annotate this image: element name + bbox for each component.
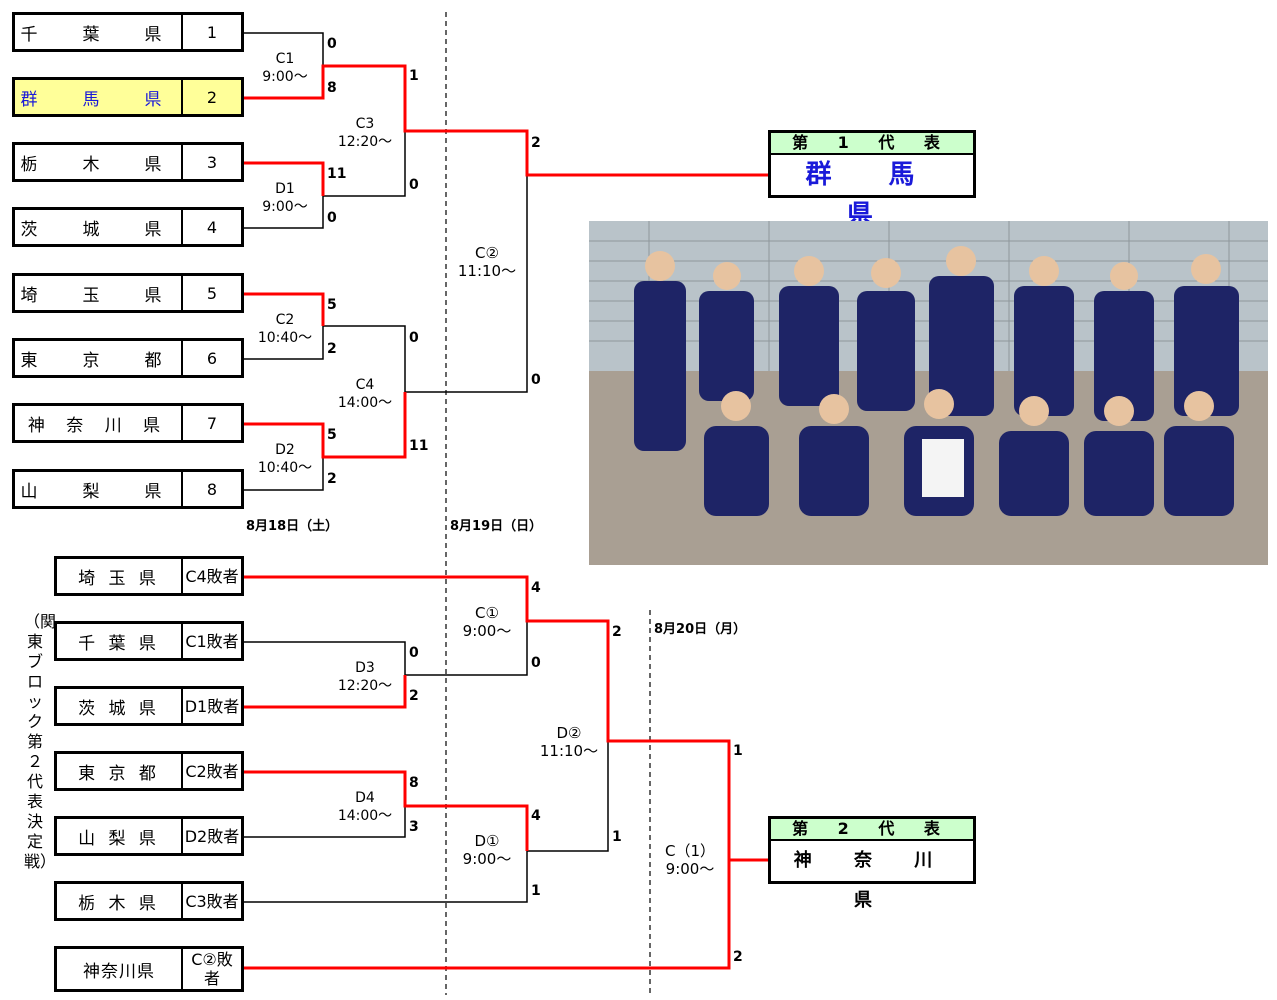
- score: 11: [409, 438, 429, 454]
- team-box: 千 葉 県 C1敗者: [54, 621, 244, 661]
- score: 5: [327, 297, 337, 313]
- team-name: 千 葉 県: [57, 624, 183, 658]
- score: 5: [327, 427, 337, 443]
- team-name: 千 葉 県: [15, 15, 183, 49]
- team-photo: [589, 221, 1268, 565]
- team-box: 神 奈 川 県 7: [12, 403, 244, 443]
- team-slot: C3敗者: [185, 891, 239, 911]
- team-box: 東 京 都 6: [12, 338, 244, 378]
- score: 1: [612, 829, 622, 845]
- score: 4: [531, 808, 541, 824]
- team-box: 埼 玉 県 5: [12, 273, 244, 313]
- team-slot: C4敗者: [185, 566, 239, 586]
- team-name: 山 梨 県: [15, 472, 183, 506]
- team-box: 栃 木 県 C3敗者: [54, 881, 244, 921]
- rep-header: 第 2 代 表: [771, 819, 973, 841]
- team-slot: C2敗者: [185, 761, 239, 781]
- team-slot: C1敗者: [185, 631, 239, 651]
- score: 0: [409, 177, 419, 193]
- team-seed: 2: [206, 87, 218, 107]
- team-box: 神奈川県 C②敗者: [54, 946, 244, 992]
- team-name: 埼 玉 県: [15, 276, 183, 310]
- match-label: C（1）9:00～: [664, 842, 716, 878]
- team-name: 山 梨 県: [57, 819, 183, 853]
- team-name: 埼 玉 県: [57, 559, 183, 593]
- score: 0: [409, 645, 419, 661]
- side-label: （関東ブロック 第２代表決定戦）: [24, 612, 57, 871]
- team-seed: 1: [206, 22, 218, 42]
- score: 0: [531, 655, 541, 671]
- score: 0: [531, 372, 541, 388]
- date-label: 8月20日（月）: [654, 622, 747, 637]
- team-box: 茨 城 県 D1敗者: [54, 686, 244, 726]
- score: 0: [327, 36, 337, 52]
- team-name: 群 馬 県: [15, 80, 183, 114]
- team-name: 栃 木 県: [15, 145, 183, 179]
- score: 3: [409, 819, 419, 835]
- score: 8: [327, 80, 337, 96]
- rep-header: 第 1 代 表: [771, 133, 973, 155]
- team-name: 東 京 都: [15, 341, 183, 375]
- team-seed: 5: [206, 283, 218, 303]
- rep-team-name: 神 奈 川 県: [793, 850, 951, 911]
- team-name: 神奈川県: [57, 949, 183, 989]
- score: 0: [409, 330, 419, 346]
- score: 2: [531, 135, 541, 151]
- team-name: 栃 木 県: [57, 884, 183, 918]
- team-name: 茨 城 県: [57, 689, 183, 723]
- team-name: 東 京 都: [57, 754, 183, 788]
- team-box: 埼 玉 県 C4敗者: [54, 556, 244, 596]
- team-slot: C②敗者: [191, 950, 233, 988]
- team-box-highlighted: 群 馬 県 2: [12, 77, 244, 117]
- team-seed: 3: [206, 152, 218, 172]
- team-seed: 8: [206, 479, 218, 499]
- score: 2: [733, 949, 743, 965]
- team-box: 山 梨 県 8: [12, 469, 244, 509]
- date-label: 8月18日（土）: [246, 519, 339, 534]
- score: 2: [327, 341, 337, 357]
- team-name: 神 奈 川 県: [15, 406, 183, 440]
- score: 1: [409, 68, 419, 84]
- team-box: 茨 城 県 4: [12, 207, 244, 247]
- representative-2-box: 第 2 代 表 神 奈 川 県: [768, 816, 976, 911]
- score: 11: [327, 166, 347, 182]
- team-box: 東 京 都 C2敗者: [54, 751, 244, 791]
- team-name: 茨 城 県: [15, 210, 183, 244]
- score: 0: [327, 210, 337, 226]
- score: 2: [327, 471, 337, 487]
- score: 1: [733, 743, 743, 759]
- team-slot: D1敗者: [184, 696, 240, 716]
- team-slot: D2敗者: [184, 826, 240, 846]
- score: 1: [531, 883, 541, 899]
- team-seed: 4: [206, 217, 218, 237]
- representative-1-box: 第 1 代 表 群 馬 県: [768, 130, 976, 230]
- team-seed: 7: [206, 413, 218, 433]
- team-seed: 6: [206, 348, 218, 368]
- score: 2: [612, 624, 622, 640]
- team-box: 栃 木 県 3: [12, 142, 244, 182]
- score: 4: [531, 580, 541, 596]
- team-box: 山 梨 県 D2敗者: [54, 816, 244, 856]
- score: 2: [409, 688, 419, 704]
- score: 8: [409, 775, 419, 791]
- team-box: 千 葉 県 1: [12, 12, 244, 52]
- date-label: 8月19日（日）: [450, 519, 543, 534]
- team-photo-illustration: [589, 221, 1268, 565]
